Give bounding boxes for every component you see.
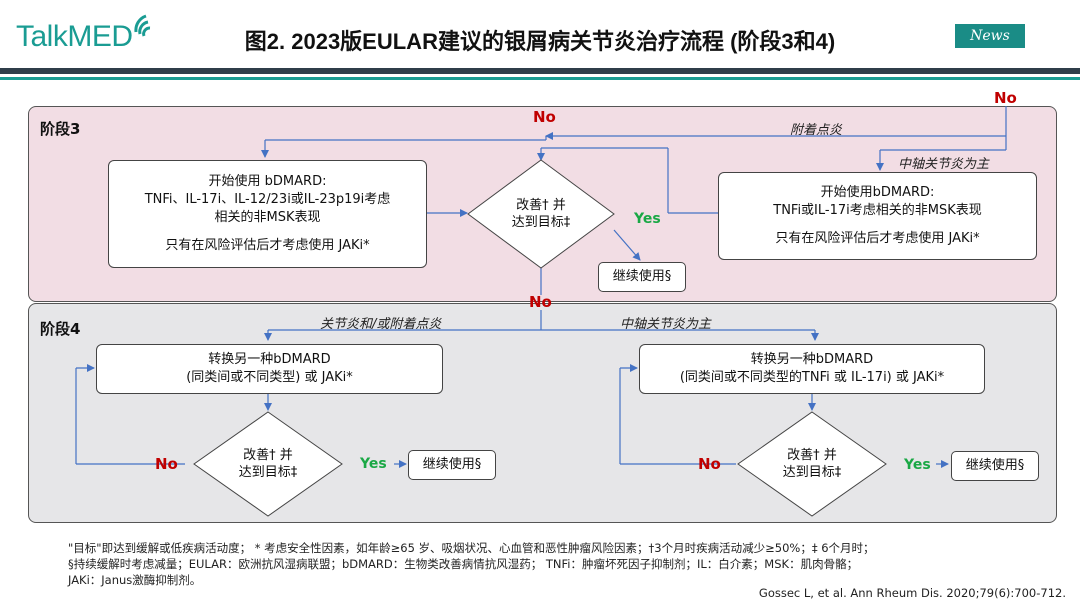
stage4-right-diamond-text: 改善† 并 达到目标‡ <box>762 447 862 481</box>
stage4-left-line1: 转换另一种bDMARD <box>208 352 331 367</box>
stage4-left-no: No <box>155 455 178 473</box>
stage3-right-line3: 只有在风险评估后才考虑使用 JAKi* <box>775 231 980 246</box>
stage4-left-continue-box: 继续使用§ <box>408 450 496 480</box>
stage4-right-yes: Yes <box>904 457 931 473</box>
footnote-line1: "目标"即达到缓解或低疾病活动度； * 考虑安全性因素，如年龄≥65 岁、吸烟状… <box>68 541 875 555</box>
stage3-right-line2: TNFi或IL-17i考虑相关的非MSK表现 <box>773 203 982 218</box>
right-diamond-line2: 达到目标‡ <box>782 465 842 480</box>
stage4-right-no: No <box>698 455 721 473</box>
stage4-panel <box>28 303 1057 523</box>
footnote-line2: §持续缓解时考虑减量；EULAR：欧洲抗风湿病联盟；bDMARD：生物类改善病情… <box>68 557 859 571</box>
note-axial-stage4: 中轴关节炎为主 <box>620 317 712 332</box>
stage4-left-line2: (同类间或不同类型) 或 JAKi* <box>186 370 353 385</box>
header-divider <box>0 68 1080 74</box>
right-diamond-line1: 改善† 并 <box>787 448 837 463</box>
header-accent-line <box>0 77 1080 80</box>
stage3-left-box: 开始使用 bDMARD: TNFi、IL-17i、IL-12/23i或IL-23… <box>108 160 427 268</box>
stage3-yes: Yes <box>634 211 661 227</box>
stage4-right-decision-diamond <box>737 411 887 517</box>
logo-text: TalkMED <box>16 20 133 53</box>
stage4-left-box: 转换另一种bDMARD (同类间或不同类型) 或 JAKi* <box>96 344 443 394</box>
left-diamond-line1: 改善† 并 <box>243 448 293 463</box>
stage3-left-line2: TNFi、IL-17i、IL-12/23i或IL-23p19i考虑 <box>144 192 391 207</box>
diamond-line2: 达到目标‡ <box>511 215 571 230</box>
stage3-no-corner: No <box>994 89 1017 107</box>
stage3-left-line4: 只有在风险评估后才考虑使用 JAKi* <box>165 238 370 253</box>
stage3-decision-diamond <box>467 159 615 269</box>
note-axial-stage3: 中轴关节炎为主 <box>898 157 990 172</box>
stage4-right-box: 转换另一种bDMARD (同类间或不同类型的TNFi 或 IL-17i) 或 J… <box>639 344 985 394</box>
stage4-right-line2: (同类间或不同类型的TNFi 或 IL-17i) 或 JAKi* <box>679 370 945 385</box>
stage3-left-line1: 开始使用 bDMARD: <box>208 174 327 189</box>
stage4-left-decision-diamond <box>193 411 343 517</box>
footnote-line3: JAKi：Janus激酶抑制剂。 <box>68 573 202 587</box>
news-badge: News <box>955 24 1025 48</box>
stage3-label: 阶段3 <box>40 120 81 138</box>
stage3-diamond-text: 改善† 并 达到目标‡ <box>491 197 591 231</box>
stage4-no-top: No <box>529 293 552 311</box>
talkmed-logo: TalkMED <box>16 14 151 54</box>
stage3-right-box: 开始使用bDMARD: TNFi或IL-17i考虑相关的非MSK表现 只有在风险… <box>718 172 1037 260</box>
stage4-right-continue-box: 继续使用§ <box>951 451 1039 481</box>
page-title: 图2. 2023版EULAR建议的银屑病关节炎治疗流程 (阶段3和4) <box>244 29 836 54</box>
footnote: "目标"即达到缓解或低疾病活动度； * 考虑安全性因素，如年龄≥65 岁、吸烟状… <box>68 540 1028 588</box>
stage4-left-diamond-text: 改善† 并 达到目标‡ <box>218 447 318 481</box>
citation: Gossec L, et al. Ann Rheum Dis. 2020;79(… <box>758 586 1066 600</box>
signal-icon <box>134 14 151 37</box>
stage4-label: 阶段4 <box>40 320 81 338</box>
stage4-left-yes: Yes <box>360 456 387 472</box>
stage3-left-line3: 相关的非MSK表现 <box>214 210 321 225</box>
stage4-right-line1: 转换另一种bDMARD <box>750 352 874 367</box>
stage3-continue-box: 继续使用§ <box>598 262 686 292</box>
stage3-right-line1: 开始使用bDMARD: <box>820 185 935 200</box>
left-diamond-line2: 达到目标‡ <box>238 465 298 480</box>
stage3-no-top: No <box>533 108 556 126</box>
note-arthritis-enthesitis: 关节炎和/或附着点炎 <box>320 317 442 332</box>
note-enthesitis: 附着点炎 <box>790 123 843 138</box>
diamond-line1: 改善† 并 <box>516 198 566 213</box>
